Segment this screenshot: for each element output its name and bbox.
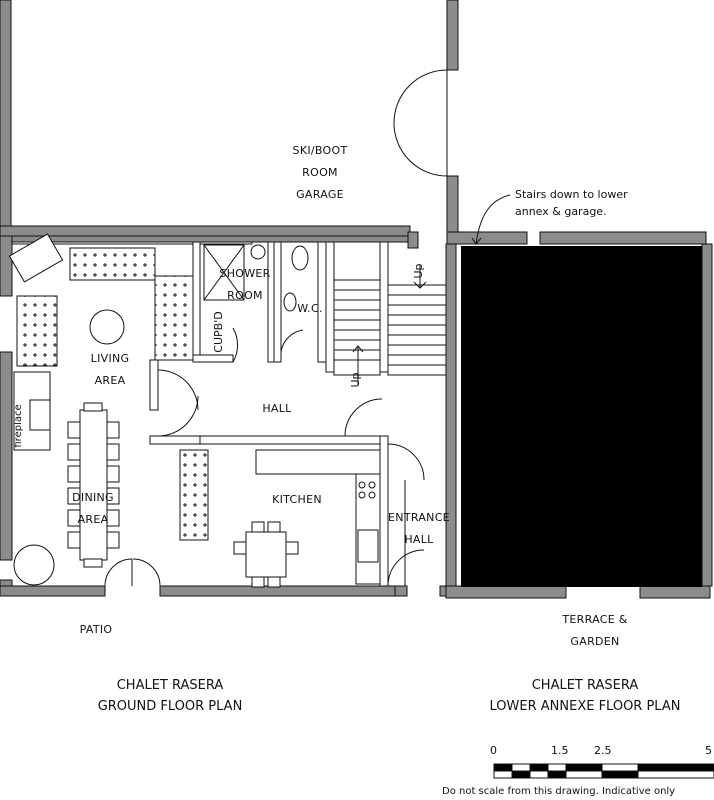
garage-doors bbox=[393, 69, 448, 177]
shower-room-label: SHOWER ROOM bbox=[205, 263, 285, 307]
annexe-blackout bbox=[461, 246, 702, 587]
entrance-hall-label: ENTRANCE HALL bbox=[382, 507, 456, 551]
kitchen-furniture bbox=[179, 449, 381, 588]
stairs bbox=[333, 265, 449, 385]
garage-label-line1: SKI/BOOT bbox=[292, 144, 348, 157]
dining-label-line2: AREA bbox=[77, 513, 109, 526]
hall-label: HALL bbox=[262, 402, 292, 415]
stairs-note-line2: annex & garage. bbox=[515, 205, 607, 218]
interior-doors bbox=[157, 327, 425, 587]
scale-bar bbox=[493, 763, 714, 779]
living-area-label: LIVING AREA bbox=[75, 348, 145, 392]
dining-area-label: DINING AREA bbox=[60, 487, 126, 531]
dining-furniture bbox=[13, 402, 120, 586]
living-label-line2: AREA bbox=[94, 374, 126, 387]
scale-tick-3: 5 bbox=[705, 744, 712, 757]
fireplace-label: fireplace bbox=[13, 404, 24, 448]
patio-label: PATIO bbox=[79, 623, 113, 636]
living-furniture bbox=[8, 233, 194, 451]
scale-tick-1: 1.5 bbox=[551, 744, 569, 757]
shower-label-line2: ROOM bbox=[227, 289, 263, 302]
stairs-up-label-bottom: Up bbox=[349, 372, 362, 388]
stairs-note-line1: Stairs down to lower bbox=[515, 188, 628, 201]
dining-label-line1: DINING bbox=[72, 491, 114, 504]
interior-walls bbox=[149, 241, 389, 587]
ground-title-line2: GROUND FLOOR PLAN bbox=[97, 699, 243, 714]
shower-label-line1: SHOWER bbox=[219, 267, 271, 280]
annexe-title-line2: LOWER ANNEXE FLOOR PLAN bbox=[489, 699, 681, 714]
stairs-note-arrow bbox=[471, 194, 511, 245]
entrance-label-line1: ENTRANCE bbox=[388, 511, 450, 524]
terrace-label-line1: TERRACE & bbox=[562, 613, 628, 626]
terrace-garden-label: TERRACE & GARDEN bbox=[550, 609, 640, 653]
annexe-title-line1: CHALET RASERA bbox=[531, 678, 639, 693]
stairs-note: Stairs down to lower annex & garage. bbox=[515, 186, 628, 220]
entrance-label-line2: HALL bbox=[404, 533, 434, 546]
bathroom-fixtures bbox=[203, 244, 309, 312]
scale-tick-0: 0 bbox=[490, 744, 497, 757]
garage-label: SKI/BOOT ROOM GARAGE bbox=[270, 140, 370, 206]
garage-walls bbox=[0, 0, 459, 239]
ground-floor-title: CHALET RASERA GROUND FLOOR PLAN bbox=[70, 675, 270, 717]
terrace-label-line2: GARDEN bbox=[570, 635, 620, 648]
garage-label-line3: GARAGE bbox=[296, 188, 344, 201]
wc-label: W.C. bbox=[297, 302, 323, 315]
scale-disclaimer: Do not scale from this drawing. Indicati… bbox=[442, 786, 676, 797]
patio-doors bbox=[104, 558, 161, 587]
garage-label-line2: ROOM bbox=[302, 166, 338, 179]
stairs-up-label-top: Up bbox=[412, 263, 425, 279]
ground-title-line1: CHALET RASERA bbox=[116, 678, 224, 693]
kitchen-label: KITCHEN bbox=[272, 493, 322, 506]
scale-tick-2: 2.5 bbox=[594, 744, 612, 757]
cupboard-label: CUPB'D bbox=[212, 311, 225, 353]
living-label-line1: LIVING bbox=[90, 352, 130, 365]
annexe-floor-title: CHALET RASERA LOWER ANNEXE FLOOR PLAN bbox=[460, 675, 710, 717]
